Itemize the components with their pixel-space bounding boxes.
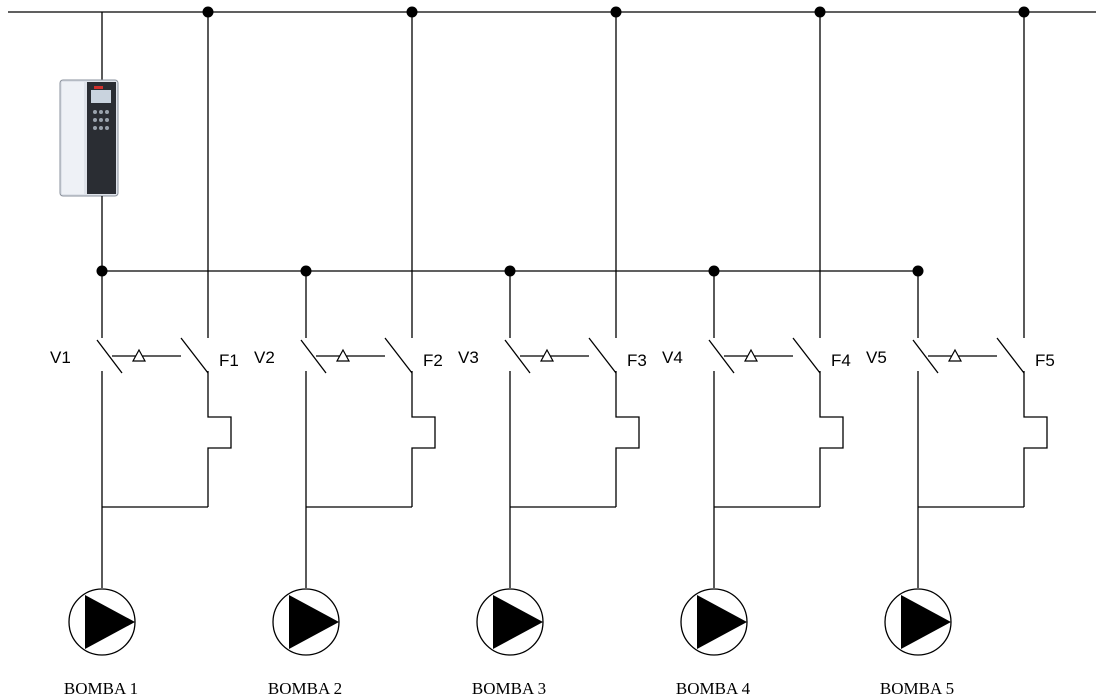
pump-icon [68, 588, 136, 656]
contactor-v-label: V4 [662, 348, 683, 367]
interlock-icon [928, 348, 997, 362]
pump-label: BOMBA 5 [880, 679, 954, 698]
interlock-icon [112, 348, 181, 362]
pump-label: BOMBA 1 [64, 679, 138, 698]
fuse-switch-f [996, 12, 1048, 507]
pump-icon [680, 588, 748, 656]
pump-label: BOMBA 2 [268, 679, 342, 698]
pump-icon [476, 588, 544, 656]
pump-label: BOMBA 3 [472, 679, 546, 698]
pump-icon [884, 588, 952, 656]
fuse-f-label: F2 [423, 351, 443, 370]
contactor-v-switch [300, 271, 327, 507]
fuse-f-label: F5 [1035, 351, 1055, 370]
contactor-v-switch [96, 271, 123, 507]
fuse-switch-f [180, 12, 232, 507]
fuse-f-label: F3 [627, 351, 647, 370]
contactor-v-switch [912, 271, 939, 507]
interlock-icon [724, 348, 793, 362]
variable-frequency-drive-icon [59, 12, 119, 271]
fuse-f-label: F4 [831, 351, 851, 370]
interlock-icon [316, 348, 385, 362]
interlock-icon [520, 348, 589, 362]
contactor-v-label: V2 [254, 348, 275, 367]
pump-icon [272, 588, 340, 656]
contactor-v-label: V1 [50, 348, 71, 367]
fuse-f-label: F1 [219, 351, 239, 370]
contactor-v-switch [708, 271, 735, 507]
fuse-switch-f [588, 12, 640, 507]
fuse-switch-f [792, 12, 844, 507]
fuse-switch-f [384, 12, 436, 507]
contactor-v-label: V5 [866, 348, 887, 367]
contactor-v-label: V3 [458, 348, 479, 367]
pump-label: BOMBA 4 [676, 679, 751, 698]
contactor-v-switch [504, 271, 531, 507]
